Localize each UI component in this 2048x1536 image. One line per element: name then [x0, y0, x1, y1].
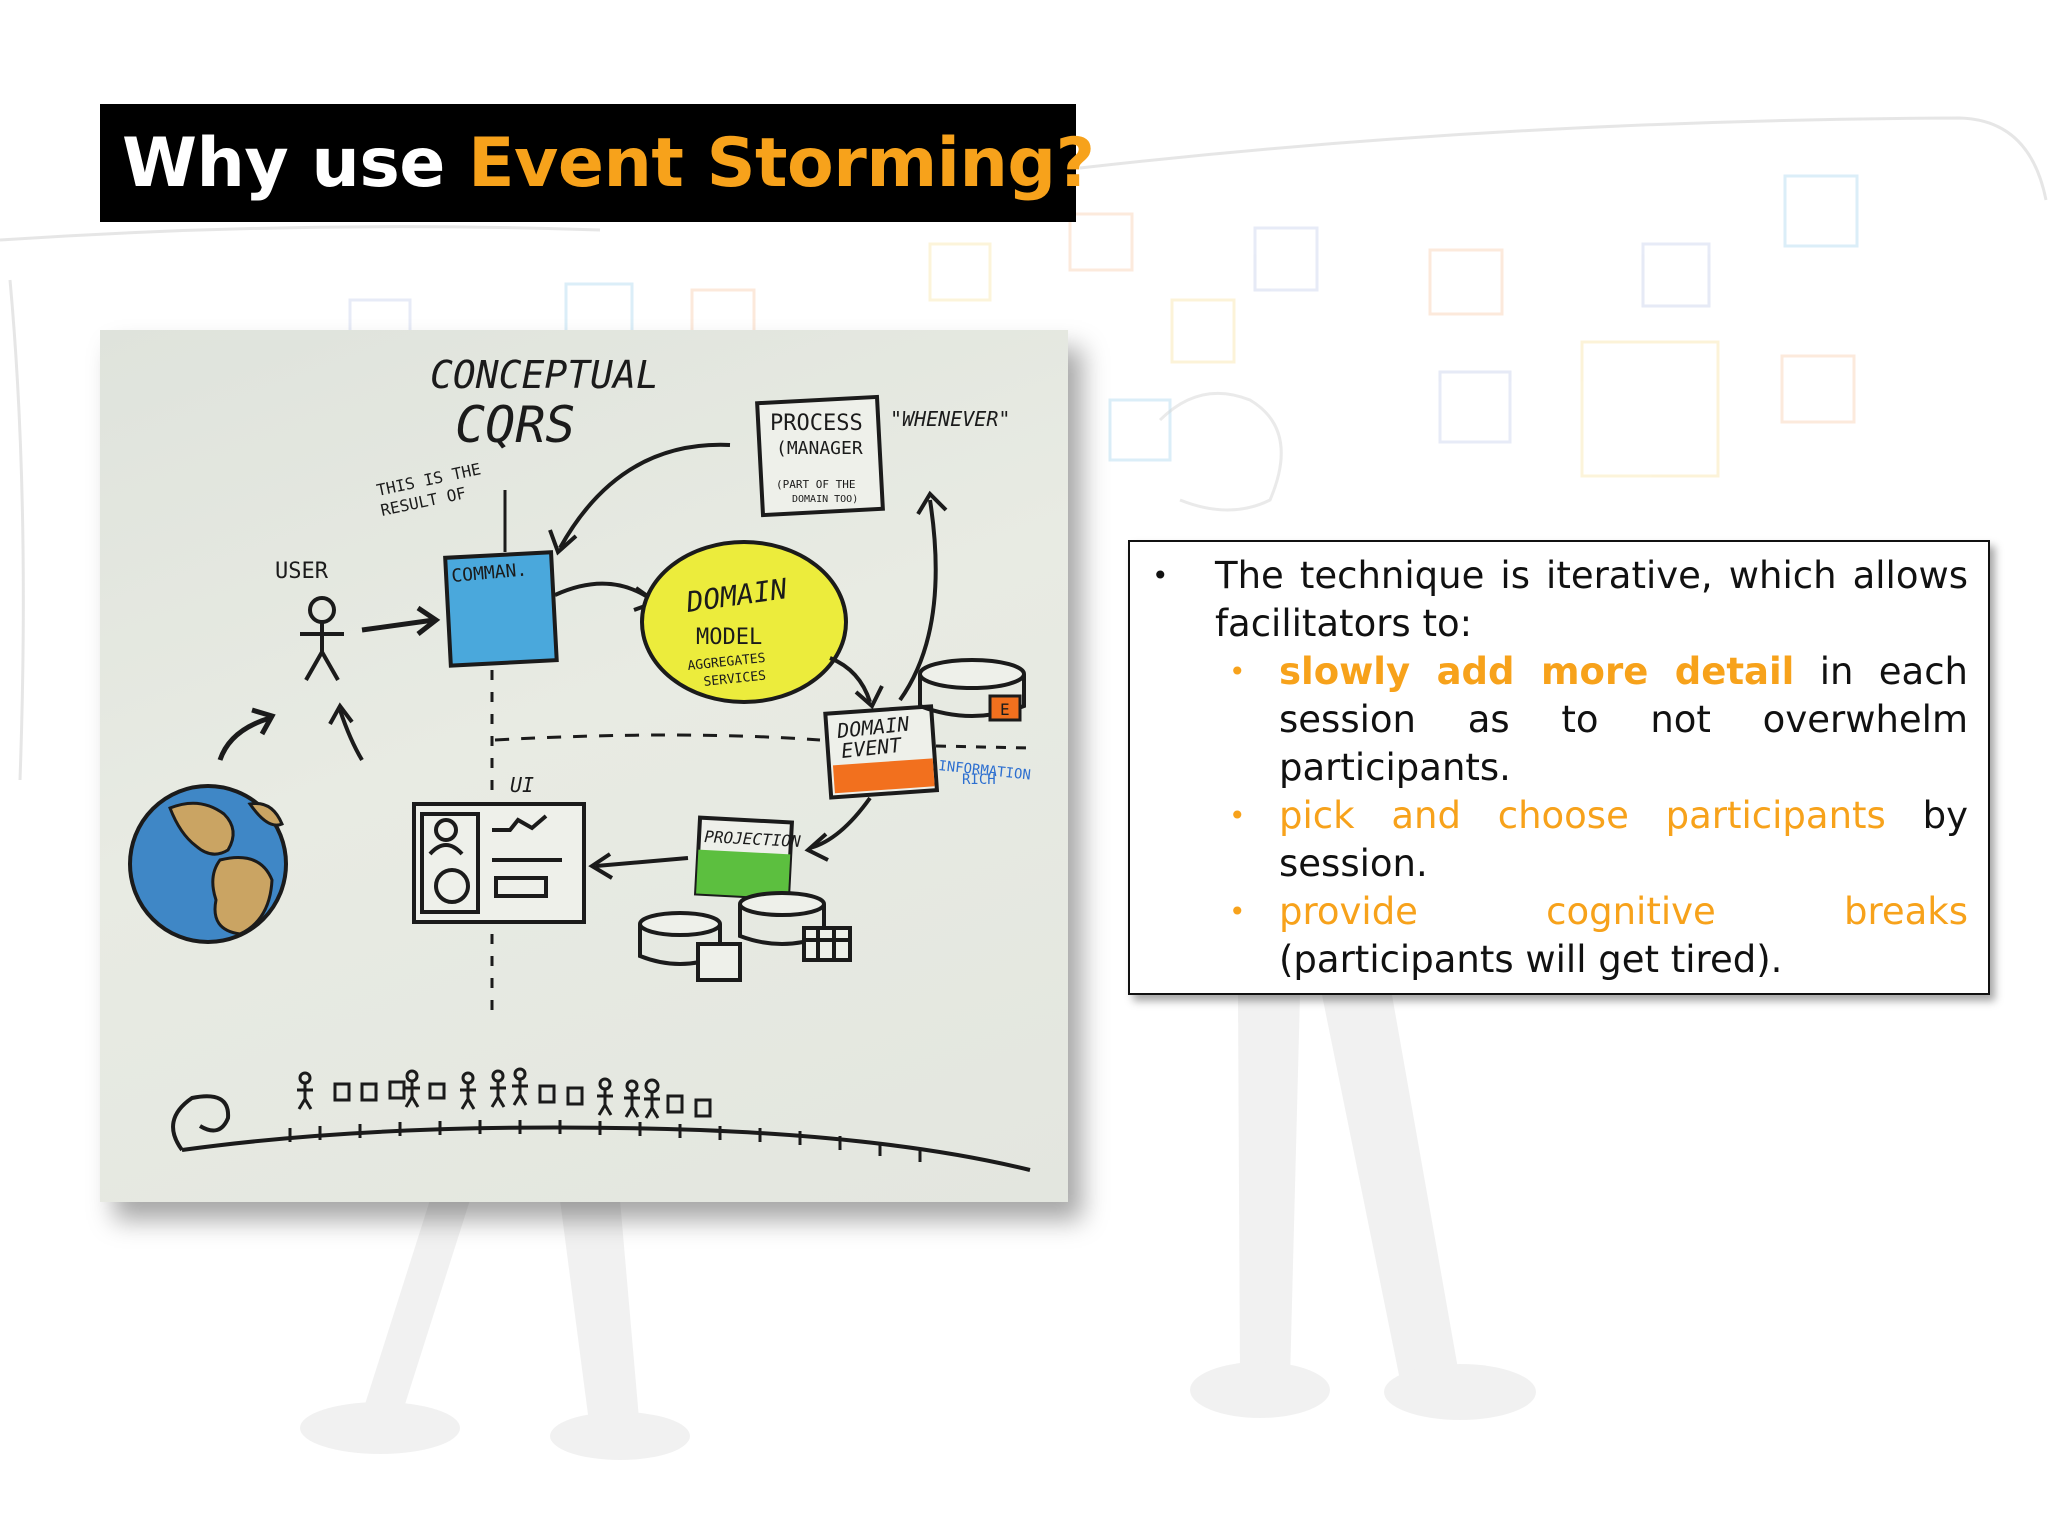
domain-event-sticky — [823, 704, 940, 800]
title-bar: Why use Event Storming? — [100, 104, 1095, 222]
sketch-whenever: "WHENEVER" — [890, 407, 1010, 431]
sketch-domain-model-line2: MODEL — [696, 625, 762, 650]
timeline-sketch — [171, 1067, 1031, 1172]
sub-bullet-dot-icon: • — [1229, 895, 1246, 928]
sub-bullet-highlight: slowly add more detail — [1279, 650, 1795, 693]
whiteboard-sketch-photo: CONCEPTUAL CQRS THIS IS THE RESULT OF US… — [100, 330, 1068, 1202]
sub-bullet-highlight: pick and choose participants — [1279, 794, 1886, 837]
sketch-process-line3: (PART OF THE — [776, 478, 855, 491]
sketch-info-line2: RICH — [962, 772, 996, 788]
sketch-heading-line1: CONCEPTUAL — [430, 353, 659, 397]
sub-bullet-text: in each session as to not overwhelm part… — [1279, 650, 1969, 789]
sketch-heading-line2: CQRS — [455, 396, 575, 454]
domain-model-bubble — [640, 540, 848, 704]
bullet-dot-icon: • — [1152, 559, 1169, 592]
sketch-user-label: USER — [275, 559, 329, 584]
sketch-event-tag: E — [1000, 700, 1010, 719]
sub-bullet-list: • slowly add more detail in each session … — [1215, 648, 1968, 984]
sub-bullet-dot-icon: • — [1229, 655, 1246, 688]
bullet-intro-text: The technique is iterative, which allows… — [1215, 554, 1968, 645]
sketch-process-line1: PROCESS — [770, 411, 863, 436]
sketch-ui-label: UI — [510, 773, 534, 797]
bullet-list: • The technique is iterative, which allo… — [1152, 552, 1968, 984]
read-store-cylinders — [638, 891, 852, 982]
bullet-main: • The technique is iterative, which allo… — [1152, 552, 1968, 984]
command-sticky — [443, 550, 559, 668]
user-stick-figure-icon — [300, 596, 344, 681]
process-manager-sticky — [755, 394, 885, 518]
sketch-process-line2: (MANAGER — [776, 438, 863, 459]
title-prefix: Why use — [122, 123, 469, 203]
sub-bullet-text: by session. — [1279, 794, 1968, 885]
ui-screen-sketch — [412, 802, 586, 924]
sketch-domain-model-line4: SERVICES — [703, 669, 767, 690]
sub-bullet-item: • pick and choose participants by session… — [1215, 792, 1968, 888]
projection-sticky — [693, 815, 795, 901]
sub-bullet-dot-icon: • — [1229, 799, 1246, 832]
bullet-textbox: • The technique is iterative, which allo… — [1128, 540, 1990, 995]
sketch-process-line4: DOMAIN TOO) — [792, 494, 858, 505]
sub-bullet-highlight: provide cognitive breaks — [1279, 890, 1968, 933]
slide-title: Why use Event Storming? — [122, 124, 1095, 203]
globe-icon — [128, 784, 288, 944]
sub-bullet-item: • slowly add more detail in each session … — [1215, 648, 1968, 792]
sub-bullet-text: (participants will get tired). — [1279, 938, 1783, 981]
sub-bullet-item: • provide cognitive breaks (participants … — [1215, 888, 1968, 984]
title-accent: Event Storming? — [468, 123, 1095, 203]
